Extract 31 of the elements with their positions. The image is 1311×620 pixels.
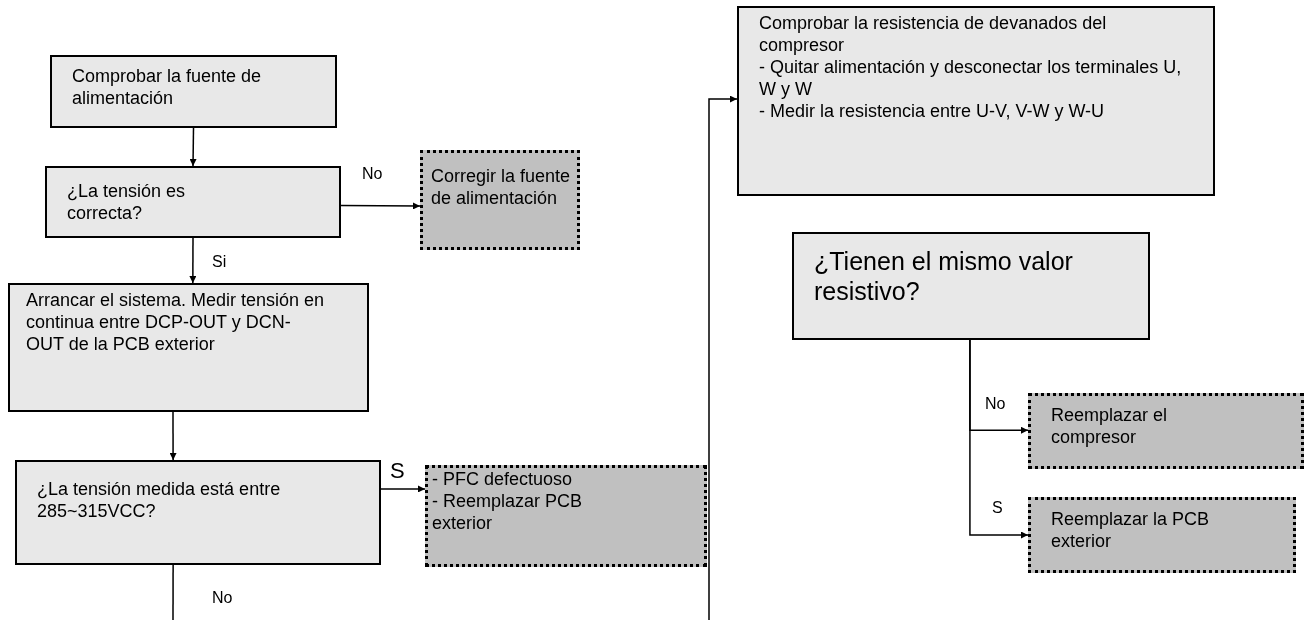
action-box <box>425 465 707 567</box>
arrow <box>380 485 426 493</box>
process-box <box>50 55 337 128</box>
node-text: ¿La tensión medida está entre 285~315VCC? <box>37 478 282 522</box>
arrow <box>189 237 197 284</box>
action-box <box>420 150 580 250</box>
node-text: Comprobar la fuente de alimentación <box>72 65 263 109</box>
process-box <box>15 460 381 565</box>
action-box <box>1028 393 1304 469</box>
node-text: Corregir la fuente de alimentación <box>431 165 572 209</box>
node-text: Arrancar el sistema. Medir tensión en continua entre DCP-OUT y DCN-OUT de la PCB exterior <box>26 289 326 355</box>
arrow <box>969 339 1029 539</box>
process-box <box>737 6 1215 196</box>
node-text: Reemplazar el compresor <box>1051 404 1169 448</box>
node-text: Comprobar la resistencia de devanados del compresor <box>759 12 1108 56</box>
node-text: Reemplazar la PCB exterior <box>1051 508 1211 552</box>
action-box <box>1028 497 1296 573</box>
node-text: ¿Tienen el mismo valor resistivo? <box>814 246 1074 306</box>
node-text: ¿La tensión es correcta? <box>67 180 187 224</box>
node-text: - Quitar alimentación y desconectar los terminales U, W y W <box>759 56 1183 100</box>
process-box <box>45 166 341 238</box>
arrow <box>340 202 421 210</box>
arrow <box>708 95 738 620</box>
node-text: - Medir la resistencia entre U-V, V-W y W-U <box>759 100 1106 122</box>
node-text: - Reemplazar PCB exterior <box>432 490 584 534</box>
arrow <box>169 411 177 461</box>
connector-line <box>172 564 174 620</box>
node-text: - PFC defectuoso <box>432 468 574 490</box>
process-box <box>792 232 1150 340</box>
process-box <box>8 283 369 412</box>
arrow <box>189 127 197 167</box>
